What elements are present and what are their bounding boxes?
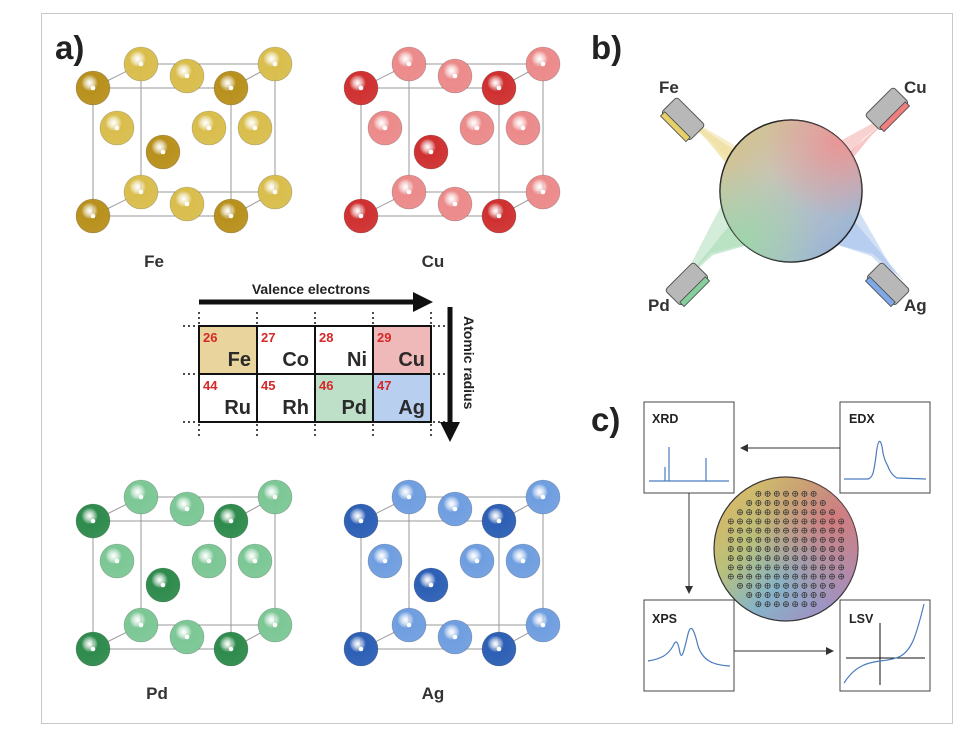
pd-lattice [75,479,293,667]
atomic-radius-label: Atomic radius [461,316,477,410]
element-symbol: Fe [228,349,251,371]
ag-lattice [343,479,561,667]
element-cell-cu [372,325,432,375]
figure-canvas: a) b) c) Fe Cu Pd Ag Valence electrons A… [55,29,931,703]
edx-label: EDX [849,412,875,426]
target-cu-label: Cu [904,78,927,97]
valence-arrowhead [413,292,433,312]
element-symbol: Rh [282,397,309,419]
xps-label: XPS [652,612,677,626]
panel-c-label: c) [591,401,620,438]
element-cell-ag [372,373,432,423]
atomic-number: 26 [203,330,217,345]
atomic-number: 46 [319,378,333,393]
fe-lattice [75,46,293,234]
atomic-number: 28 [319,330,333,345]
panel-a-label: a) [55,29,84,66]
sputtering-diagram: Fe Cu Pd Ag [648,78,927,315]
pd-lattice-label: Pd [146,684,168,703]
element-cell-pd [314,373,374,423]
target-fe [659,97,705,143]
valence-electrons-label: Valence electrons [252,281,371,297]
element-symbol: Pd [341,397,367,419]
atomic-number: 29 [377,330,391,345]
element-symbol: Ni [347,349,367,371]
lsv-label: LSV [849,612,874,626]
target-ag [864,262,910,308]
element-cell-ni [314,325,374,375]
target-ag-label: Ag [904,296,927,315]
target-cu [865,87,911,133]
radius-arrowhead [440,422,460,442]
element-symbol: Co [282,349,309,371]
lsv-box [839,599,931,692]
target-pd [665,262,711,308]
atomic-number: 27 [261,330,275,345]
wafer-measurement-grid [727,490,845,608]
xrd-box [643,401,735,494]
figure-frame: a) b) c) Fe Cu Pd Ag Valence electrons A… [41,13,953,724]
panel-b-label: b) [591,29,622,66]
edx-box [839,401,931,494]
sputter-targets [659,87,911,308]
atomic-number: 44 [203,378,218,393]
cu-lattice-label: Cu [422,252,445,271]
target-pd-label: Pd [648,296,670,315]
atomic-number: 45 [261,378,275,393]
element-symbol: Ag [398,397,425,419]
atomic-number: 47 [377,378,391,393]
ag-lattice-label: Ag [422,684,445,703]
element-symbol: Ru [224,397,251,419]
xps-box [643,599,735,692]
element-cell-ru [198,373,258,423]
cu-lattice [343,46,561,234]
target-fe-label: Fe [659,78,679,97]
element-symbol: Cu [398,349,425,371]
fe-lattice-label: Fe [144,252,164,271]
element-cell-rh [256,373,316,423]
characterization-workflow: XRD EDX XPS LSV [643,401,931,692]
element-cell-fe [198,325,258,375]
xrd-label: XRD [652,412,678,426]
